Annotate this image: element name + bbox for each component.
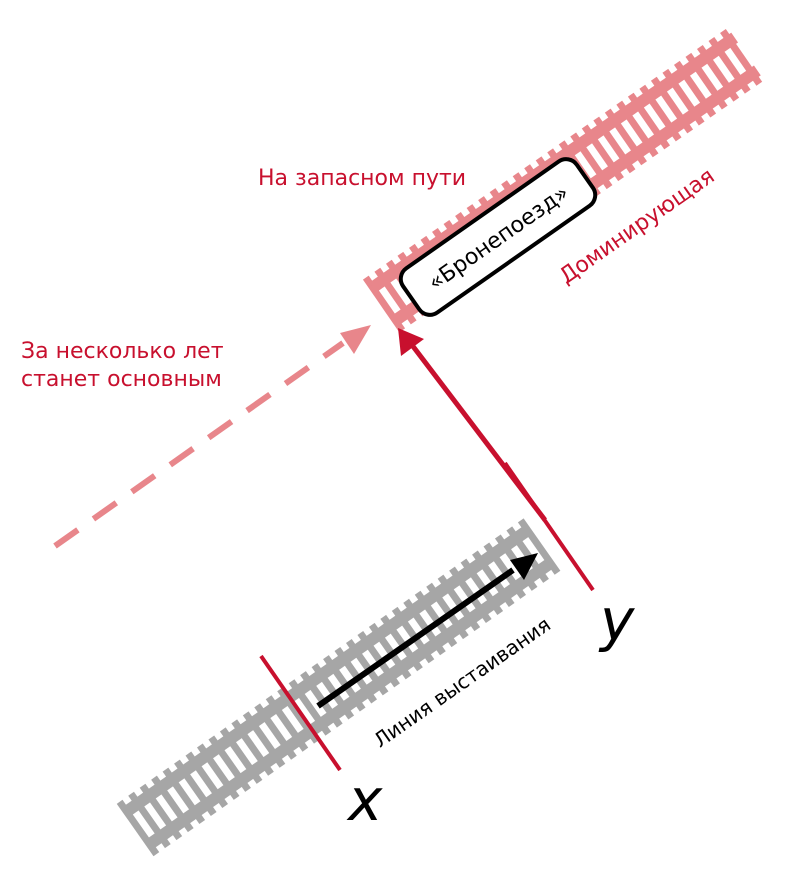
y-variable-label: y xyxy=(598,586,635,654)
x-variable-label: x xyxy=(346,766,383,834)
future-label-line1: За несколько лет xyxy=(21,339,224,364)
future-label-line2: станет основным xyxy=(21,367,222,392)
gray-track-rail xyxy=(146,557,555,850)
gray-track-rail xyxy=(123,524,532,817)
black-track-arrow xyxy=(316,553,538,709)
pink-dashed-arrow xyxy=(53,325,371,549)
pink-track-rail xyxy=(369,32,739,293)
gray-railway-track xyxy=(116,518,561,857)
x-boundary-line xyxy=(259,654,342,772)
reserve-track-label: На запасном пути xyxy=(258,166,466,191)
red-up-arrow xyxy=(398,328,547,522)
